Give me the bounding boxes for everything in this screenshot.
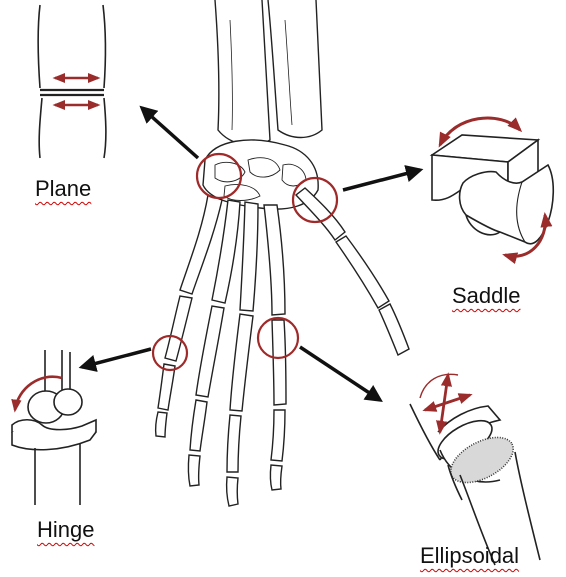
hinge-joint-illustration — [12, 350, 96, 505]
hand-skeleton-illustration — [156, 0, 409, 506]
arrow-to-ellipsoidal — [300, 347, 380, 400]
ellipsoidal-label: Ellipsoidal — [420, 543, 519, 569]
hinge-label: Hinge — [37, 517, 94, 543]
ellipsoidal-joint-illustration — [410, 374, 540, 565]
saddle-label: Saddle — [452, 283, 521, 309]
arrow-to-saddle — [343, 170, 420, 190]
arrow-to-plane — [142, 108, 198, 158]
saddle-joint-illustration — [432, 118, 553, 256]
plane-joint-illustration — [38, 5, 106, 158]
plane-label: Plane — [35, 176, 91, 202]
arrow-to-hinge — [82, 349, 151, 367]
